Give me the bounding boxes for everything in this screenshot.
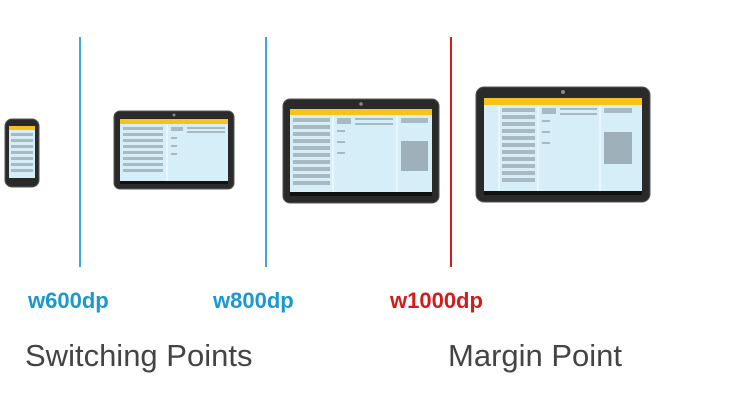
switching-points-heading: Switching Points bbox=[25, 338, 253, 373]
divider-w600dp bbox=[79, 37, 81, 267]
large-tablet-device bbox=[475, 86, 651, 203]
medium-tablet-device bbox=[282, 98, 440, 204]
phone-device bbox=[4, 118, 40, 188]
divider-w800dp bbox=[265, 37, 267, 267]
margin-point-heading: Margin Point bbox=[448, 338, 623, 373]
small-tablet-device bbox=[113, 110, 235, 190]
breakpoint-label-w800dp: w800dp bbox=[213, 288, 294, 313]
breakpoint-label-w600dp: w600dp bbox=[28, 288, 109, 313]
breakpoint-label-w1000dp: w1000dp bbox=[390, 288, 483, 313]
divider-w1000dp bbox=[450, 37, 452, 267]
